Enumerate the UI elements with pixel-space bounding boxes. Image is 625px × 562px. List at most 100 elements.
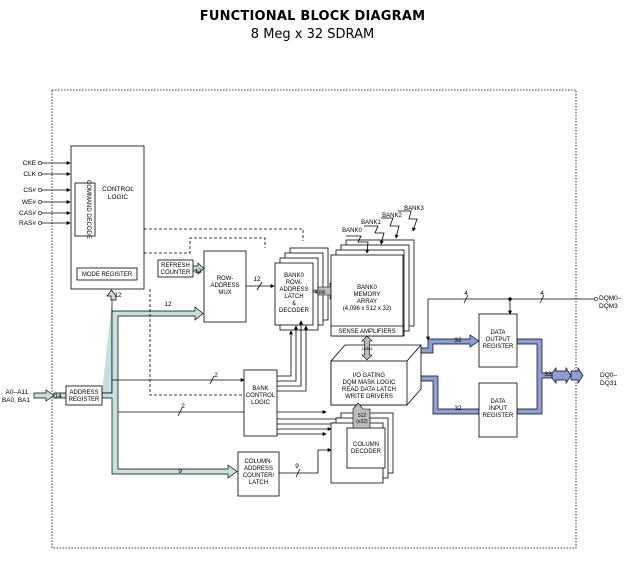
command-decode-block — [74, 182, 96, 237]
pin-cs: CS# — [23, 187, 36, 194]
column-out-slash — [295, 468, 301, 478]
dqm-width-right: 4 — [540, 290, 544, 297]
column-decoder-block — [346, 427, 386, 469]
dq-bus-right — [570, 366, 584, 385]
bank-ctrl-width-2: 2 — [181, 403, 185, 410]
column-select-arrow — [352, 402, 371, 429]
data-input-register-block — [478, 382, 518, 438]
control-to-bank-dashed — [149, 289, 244, 396]
ba-slash — [209, 375, 215, 385]
mux-to-latch-width: 12 — [253, 276, 261, 283]
bank-ctrl-width: 2 — [214, 372, 218, 379]
dq-bus-left — [551, 366, 572, 385]
io-label-4: WRITE DRIVERS — [345, 394, 393, 400]
io-label-2: DQM MASK LOGIC — [342, 380, 396, 386]
pin-dqm-1: DQM0– — [599, 295, 622, 302]
refresh-counter-block — [157, 259, 194, 278]
bank-control-to-row — [277, 320, 308, 392]
column-decoder-label-2: DECODER — [351, 449, 382, 455]
data-in-label-1: DATA — [490, 399, 505, 405]
pin-ras: RAS# — [19, 220, 36, 227]
io-gating-block — [330, 360, 408, 406]
mux-to-latch-slash — [256, 281, 263, 291]
pin-cke: CKE — [23, 160, 37, 167]
row-mux-label-2: ADDRESS — [210, 283, 239, 289]
sense-amplifiers-label: SENSE AMPLIFIERS — [338, 329, 395, 335]
bank-select-arrows — [346, 210, 418, 254]
bank3-label: BANK3 — [404, 206, 424, 212]
ba-column-slash — [177, 407, 183, 417]
data-out-label-1: DATA — [490, 330, 505, 336]
io-label-3: READ DATA LATCH — [342, 387, 396, 393]
column-decoder-label-1: COLUMN — [353, 442, 379, 448]
pin-address: A0–A11, — [6, 389, 31, 396]
pin-dqm-2: DQM3 — [599, 303, 618, 310]
row-latch-label-4: LATCH — [284, 294, 303, 300]
row-mux-label-1: ROW- — [217, 276, 234, 282]
sense-io-width: 16384 — [361, 346, 373, 351]
bank-control-label-1: BANK — [252, 386, 268, 392]
column-out-width: 9 — [295, 463, 299, 470]
refresh-width: 12 — [194, 268, 202, 275]
control-to-memory-dashed — [144, 228, 304, 241]
bank-control-label-3: LOGIC — [251, 400, 270, 406]
column-counter-label-1: COLUMN- — [245, 459, 273, 465]
dqm-width-left: 4 — [464, 290, 468, 297]
refresh-counter-label-1: REFRESH — [161, 263, 190, 269]
dqm-slash-right — [539, 294, 545, 304]
control-logic-label-2: LOGIC — [108, 194, 129, 201]
data-out-label-3: REGISTER — [483, 344, 514, 350]
address-input-bus — [33, 389, 55, 402]
bank-control-logic-block — [243, 369, 278, 437]
column-in-width: 9 — [178, 468, 182, 475]
column-counter-to-decoder — [279, 448, 332, 474]
data-in-bus-width: 32 — [454, 405, 462, 412]
row-latch-label-5: & — [292, 301, 296, 307]
bank-control-to-column — [277, 417, 342, 436]
column-counter-label-2: ADDRESS — [244, 466, 273, 472]
diagram-subtitle: 8 Meg x 32 SDRAM — [250, 27, 375, 42]
output-input-bus — [516, 338, 553, 415]
dqm-slash-left — [463, 294, 469, 304]
column-select-unit: (x32) — [356, 419, 368, 425]
memory-label-1: BANK0 — [357, 285, 377, 291]
bank0-label: BANK0 — [342, 228, 362, 234]
dqm-junction — [508, 297, 512, 301]
column-address-counter-block — [237, 451, 280, 497]
address-main-bus — [101, 306, 238, 479]
pin-cas: CAS# — [19, 210, 36, 217]
dqm-pin — [594, 297, 598, 301]
address-register-label-1: ADDRESS — [69, 390, 98, 396]
data-in-label-3: REGISTER — [483, 413, 514, 419]
control-to-mux-dashed — [144, 237, 266, 254]
mode-register-block — [76, 267, 138, 281]
data-out-label-2: OUTPUT — [486, 337, 511, 343]
address-in-width: 14 — [54, 393, 62, 400]
memory-label-2: MEMORY — [354, 292, 381, 298]
pin-dq-2: DQ31 — [600, 380, 617, 387]
chip-boundary — [51, 89, 577, 549]
diagram-title: FUNCTIONAL BLOCK DIAGRAM — [199, 9, 426, 24]
address-register-block — [65, 385, 103, 406]
mode-reg-width: 12 — [114, 292, 122, 299]
column-select-width: 512 — [358, 413, 367, 419]
bank2-label: BANK2 — [382, 213, 402, 219]
pin-we: WE# — [22, 199, 36, 206]
data-out-bus-width: 32 — [454, 337, 462, 344]
refresh-counter-label-2: COUNTER — [161, 270, 191, 276]
memory-label-4: (4,096 x 512 x 32) — [343, 306, 391, 312]
data-in-label-2: INPUT — [489, 406, 507, 412]
data-output-register-block — [478, 313, 518, 368]
row-latch-block — [274, 262, 314, 326]
row-latch-label-3: ADDRESS — [279, 287, 308, 293]
row-address-mux-block — [203, 250, 247, 323]
control-logic-label-1: CONTROL — [102, 186, 134, 193]
row-decode-width: 4096 — [314, 290, 325, 296]
pin-dq-1: DQ0– — [600, 372, 617, 379]
bank-control-label-2: CONTROL — [246, 393, 276, 399]
command-decode-label: COMMAND DECODE — [85, 180, 91, 239]
row-latch-label-2: ROW- — [286, 280, 303, 286]
sense-io-arrow — [361, 335, 373, 361]
memory-label-3: ARRAY — [357, 299, 377, 305]
